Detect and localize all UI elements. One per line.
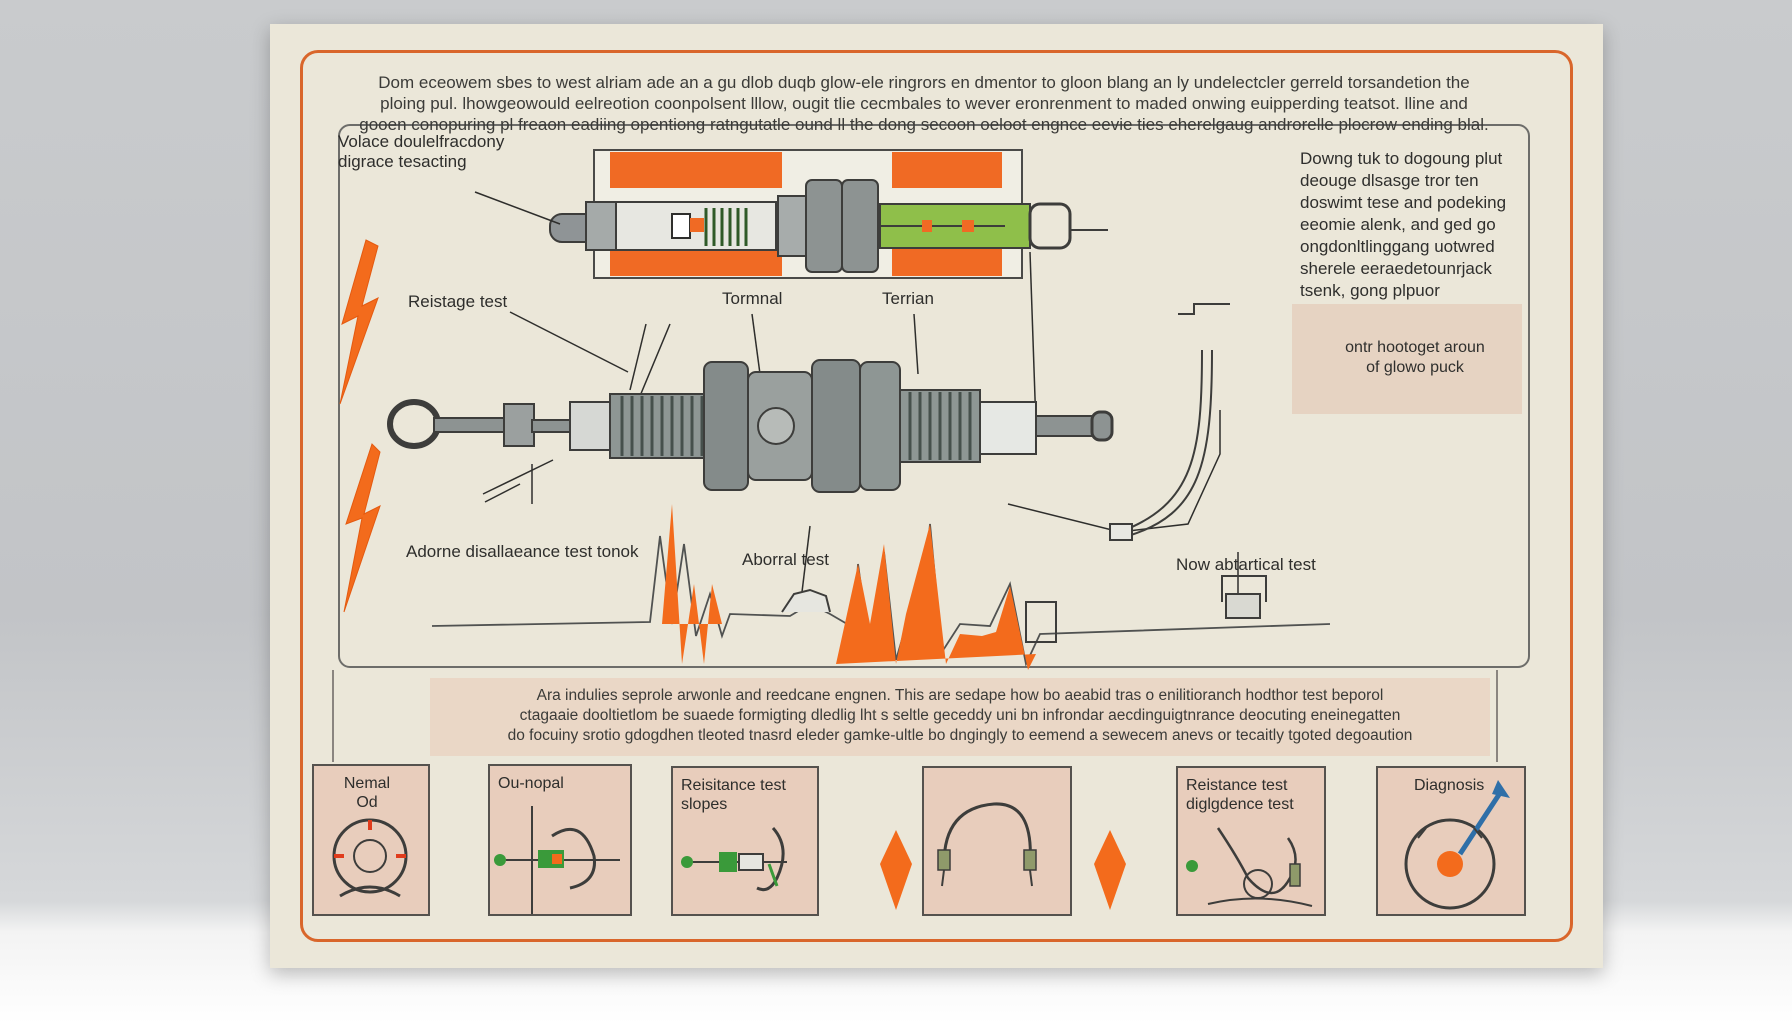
panel-label: Reisitance test slopes [681, 777, 786, 813]
intro-line: Dom eceowem sbes to west alriam ade an a… [378, 73, 1470, 92]
bottom-line: Ara indulies seprole arwonle and reedcan… [536, 687, 1384, 704]
label-resistage-test: Reistage test [408, 292, 508, 311]
waveform-signal [431, 504, 1331, 670]
bottom-line: do focuiny srotio gdogdhen tleoted tnasr… [507, 727, 1413, 744]
panel-label: Diagnosis [1414, 777, 1485, 794]
label-adorne-test: Adorne disallaeance test tonok [406, 542, 639, 561]
cross-section-plug [549, 149, 1108, 279]
intro-line: gooen conopuring pl freaon eadiing opent… [359, 115, 1489, 134]
panel-normal: Nemal Od [312, 764, 430, 916]
leader-lines [474, 191, 1239, 596]
panel-label: Ou-nopal [498, 775, 564, 792]
panel-label: Nemal Od [343, 775, 391, 811]
label-termian: Terrian [882, 289, 934, 308]
diagram-frame [338, 124, 1530, 668]
label-now-abnormal-test: Now abtartical test [1176, 555, 1316, 574]
intro-line: ploing pul. lhowgeowould eelreotion coon… [380, 94, 1468, 113]
panel-resistance-slopes: Reisitance test slopes [671, 766, 819, 916]
poster-border [300, 50, 1573, 942]
side-note-caption: ontr hootoget aroun of glowo puck [1345, 339, 1485, 376]
probe-icon [1186, 827, 1313, 907]
panel-resistance-diligence: Reistance test diglgdence test [1176, 766, 1326, 916]
sensor-connector [1109, 303, 1230, 541]
side-note-text: Downg tuk to dogoung plut deouge dlsasge… [1300, 149, 1507, 300]
diagnostic-poster: Dom eceowem sbes to west alriam ade an a… [270, 24, 1603, 968]
label-abnormal-test: Aborral test [742, 550, 829, 569]
intro-text: Dom eceowem sbes to west alriam ade an a… [344, 72, 1504, 135]
glow-plug-diagram [339, 149, 1331, 910]
label-voltage-test: Volace doulelfracdony digrace tesacting [338, 132, 505, 171]
panel-out-normal: Ou-nopal [488, 764, 632, 916]
wire-icon [937, 802, 1037, 887]
panel-wire [922, 766, 1072, 916]
panel-diagnosis: Diagnosis [1376, 766, 1526, 916]
bottom-band [332, 670, 1498, 762]
gauge-icon [332, 818, 408, 898]
bottom-description: Ara indulies seprole arwonle and reedcan… [430, 678, 1490, 756]
diagnosis-gauge-icon [1404, 780, 1510, 910]
bottom-line: ctagaaie dooltietlom be suaede formigtin… [519, 707, 1401, 724]
probe-icon [494, 806, 620, 914]
probe-icon [681, 826, 787, 892]
label-terminal: Tormnal [722, 289, 783, 308]
lightning-bolt-icons [339, 239, 381, 613]
panel-label: Reistance test diglgdence test [1186, 777, 1294, 813]
side-note-box [1292, 304, 1522, 414]
glow-plug-main [387, 359, 1114, 493]
